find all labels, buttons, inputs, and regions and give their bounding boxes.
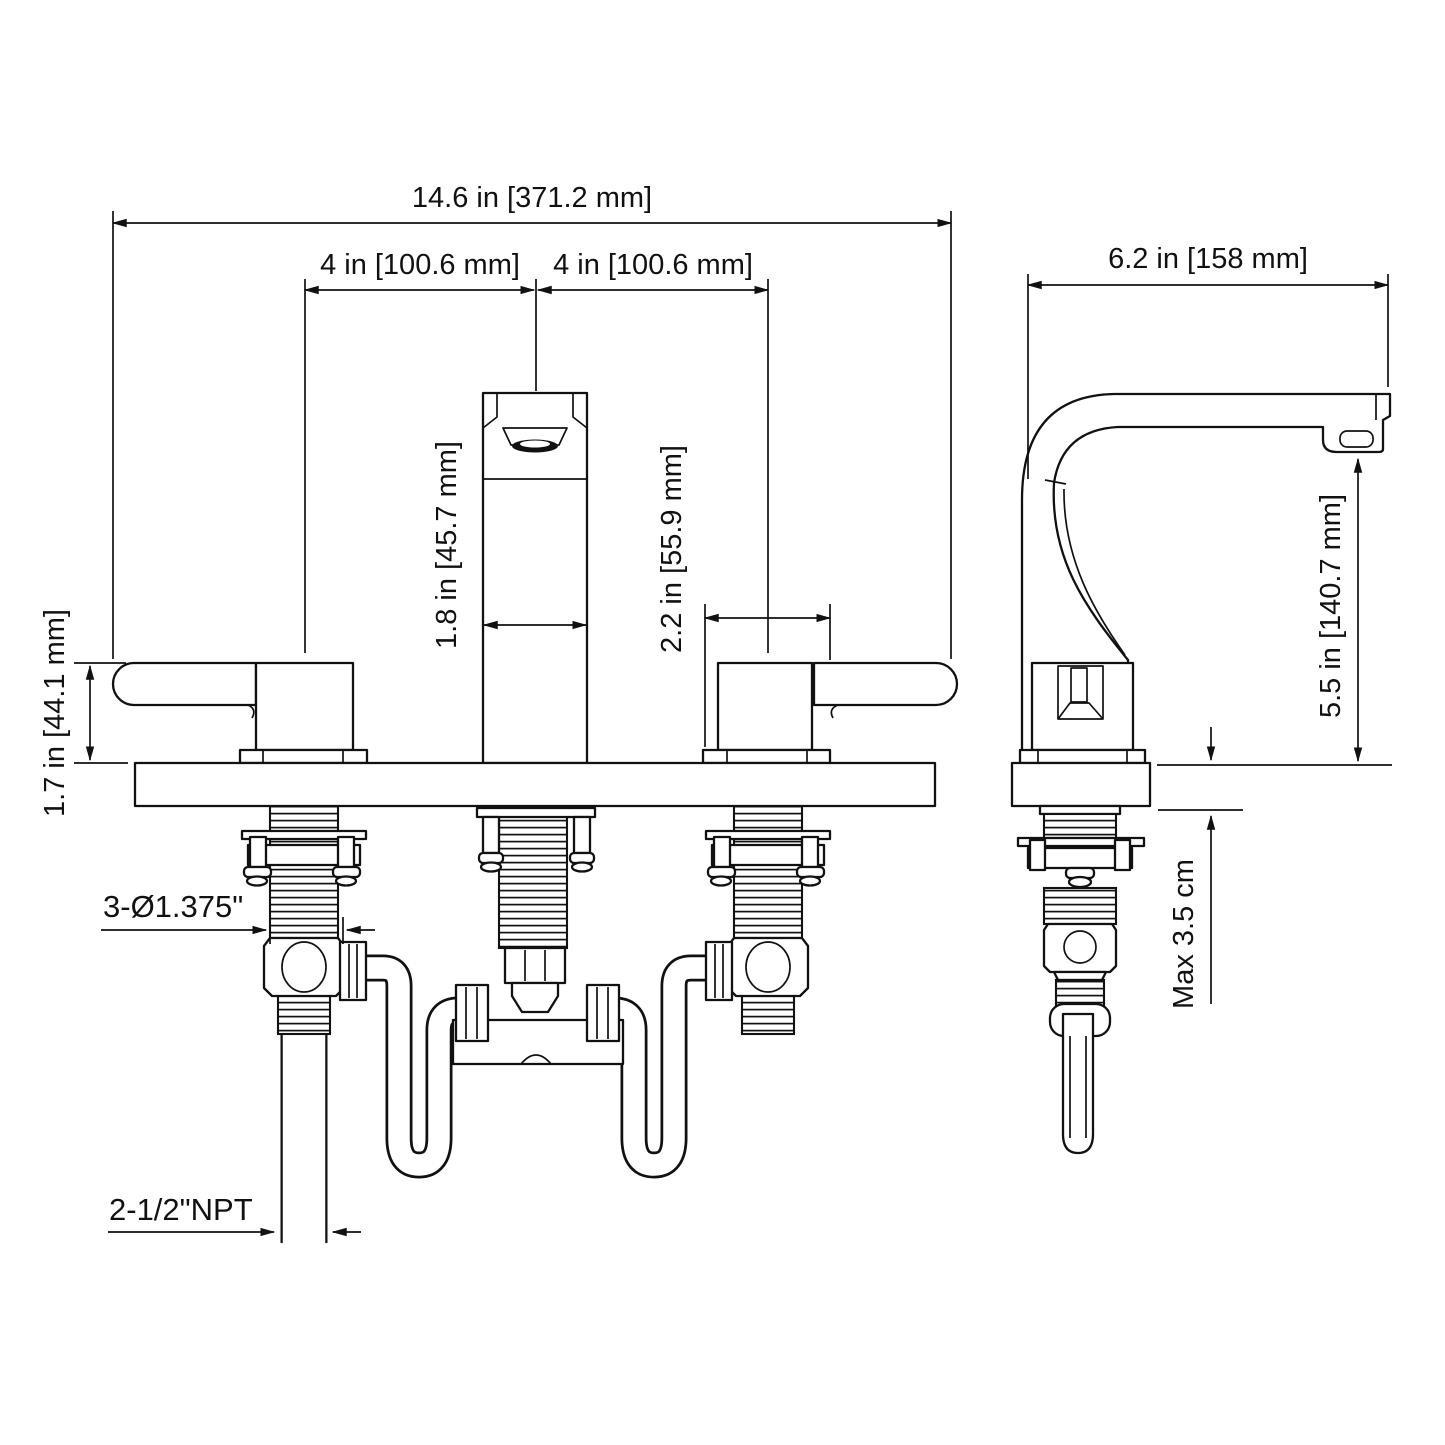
front-dimensions: 14.6 in [371.2 mm] 4 in [100.6 mm] 4 in … [39,182,953,1237]
dim-spout-width-label: 1.8 in [45.7 mm] [431,441,463,649]
dim-right-spacing-label: 4 in [100.6 mm] [553,249,753,281]
deck-plate [133,761,937,808]
center-shank-threads [497,804,569,950]
center-flange-washer [475,806,597,819]
faucet-side-shapes [1010,392,1392,1155]
left-handle-joint [247,704,255,719]
side-valve [1042,922,1118,1155]
side-handle-slot [1070,667,1088,703]
right-handle-foot [701,748,832,765]
left-handle-lever [111,661,258,707]
right-handle-joint [830,704,839,719]
left-valve-body [262,936,346,998]
center-screw-tip-right [570,861,594,873]
left-handle [111,661,369,765]
dim-handle-width-label: 2.2 in [55.9 mm] [656,445,688,653]
side-valve-port [1063,930,1097,964]
dim-handle-height-label: 1.7 in [44.1 mm] [39,609,71,817]
center-screw-tip-left [479,861,503,873]
coupling-nut [503,946,567,985]
left-valve-union-nut [338,940,368,1002]
dim-depth-label: 6.2 in [158 mm] [1108,243,1308,275]
side-washer [1038,804,1122,816]
center-screw-right [572,815,592,855]
dim-depth: 6.2 in [158 mm] [1026,243,1390,479]
side-threads-upper [1042,812,1118,840]
side-threads-lower [1042,886,1118,926]
spout-parting-line [1044,479,1067,485]
right-valve-union-nut [704,940,734,1002]
left-valve-stub [276,994,332,1036]
aerator-outlet-ring [520,440,550,448]
dim-overall-width: 14.6 in [371.2 mm] [111,182,953,659]
right-handle-base [716,661,814,752]
right-valve-port [745,941,791,993]
side-handle-inset [1057,665,1104,720]
side-dimensions: 6.2 in [158 mm] 5.5 in [140.7 mm] Max 3.… [1026,243,1392,1009]
side-deck-plate [1010,761,1152,808]
note-supply-thread: 2-1/2"NPT [108,1192,361,1237]
dim-spout-height: 5.5 in [140.7 mm] [1157,457,1392,766]
center-screw-left [481,815,501,855]
side-view: 6.2 in [158 mm] 5.5 in [140.7 mm] Max 3.… [1010,243,1392,1155]
dim-handle-width: 2.2 in [55.9 mm] [656,445,832,747]
dim-spout-width: 1.8 in [45.7 mm] [431,441,588,649]
dim-max-thickness: Max 3.5 cm [1158,727,1243,1009]
right-handle-lever [812,661,959,707]
spout-neck-line [1063,488,1126,656]
tee-neck [510,981,560,1014]
note-hole-diameter: 3-Ø1.375" [101,889,375,944]
side-mounting-hardware [1016,804,1146,926]
side-handle [1018,661,1147,765]
left-shank-threads [268,804,340,940]
note-supply-thread-label: 2-1/2"NPT [109,1192,253,1227]
side-hose [1061,1012,1095,1155]
front-spout [481,391,589,765]
tee-notch [520,1054,552,1065]
dim-left-spacing-label: 4 in [100.6 mm] [320,249,520,281]
left-supply-hose [364,954,472,1179]
note-hole-diameter-label: 3-Ø1.375" [103,889,243,924]
center-tee-assembly [451,946,625,1066]
right-shank-threads [732,804,804,940]
spout-cap-chamfer [482,393,588,429]
side-handle-chamfer [1057,702,1104,720]
side-flange-washer [1016,836,1146,848]
tee-union-left [454,983,490,1043]
dim-max-thickness-label: Max 3.5 cm [1168,859,1200,1009]
side-aerator [1339,430,1374,448]
side-valve-stub [1054,978,1106,1008]
right-handle [701,661,959,765]
tee-union-right [585,983,621,1043]
right-valve-body [726,936,810,998]
dim-handle-height: 1.7 in [44.1 mm] [39,609,128,817]
dim-spout-height-label: 5.5 in [140.7 mm] [1315,494,1347,718]
side-handle-body [1030,661,1135,752]
dim-handle-spacing: 4 in [100.6 mm] 4 in [100.6 mm] [303,249,770,653]
left-handle-base [254,661,355,752]
left-valve-port [281,941,327,993]
side-valve-body [1042,922,1118,974]
right-valve-stub [740,994,796,1036]
right-mounting-hardware [704,829,832,887]
left-handle-foot [238,748,369,765]
front-view: 14.6 in [371.2 mm] 4 in [100.6 mm] 4 in … [39,182,959,1246]
dim-overall-width-label: 14.6 in [371.2 mm] [412,182,652,214]
right-supply-hose [601,954,710,1179]
aerator-housing [502,427,568,446]
left-mounting-hardware [240,829,368,887]
faucet-front-shapes [111,391,959,1246]
